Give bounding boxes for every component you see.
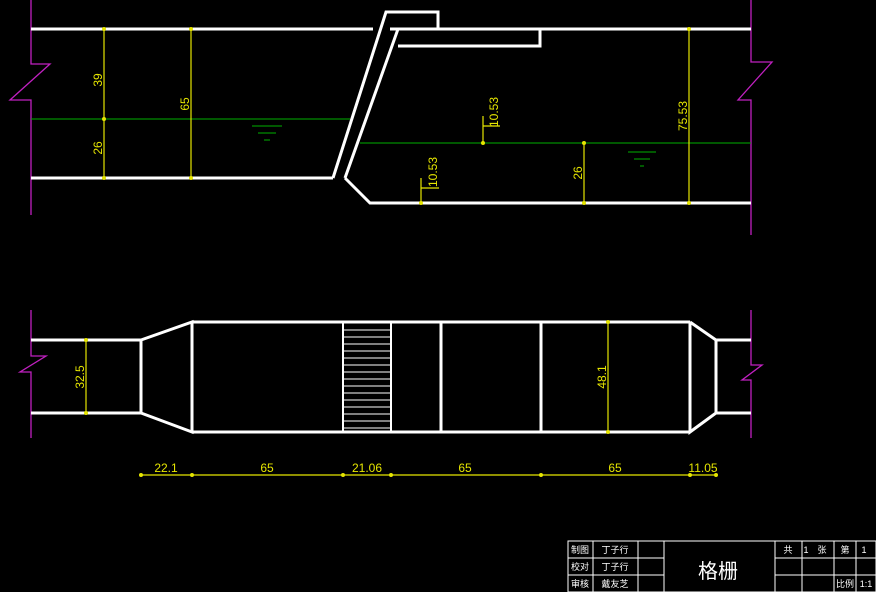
- dim-downstream-total-text: 75.53: [676, 101, 690, 131]
- dim-chain: 22.1 65 21.06 65 65 11.05: [139, 461, 718, 477]
- dim-chamber-width: 48.1: [595, 320, 610, 434]
- tb-zhang: 张: [817, 545, 826, 555]
- dim-seg1: 22.1: [154, 461, 178, 475]
- tb-row3-label: 审核: [571, 578, 589, 589]
- dim-upstream-freeboard: 39: [91, 73, 105, 87]
- plan-right-break-line: [740, 310, 764, 438]
- dim-seg4: 65: [458, 461, 472, 475]
- dim-drop-lower: 10.53: [419, 157, 440, 205]
- water-level-symbol-downstream: [628, 151, 656, 167]
- dim-inlet-width-text: 32.5: [73, 365, 87, 389]
- tb-row3-value: 戴友芝: [601, 578, 628, 589]
- screen-platform: [390, 27, 542, 48]
- outlet-transition: [688, 320, 718, 435]
- dim-inlet-width: 32.5: [73, 338, 88, 415]
- inlet-transition: [139, 319, 194, 435]
- dim-upstream-left: 39 26: [91, 27, 106, 180]
- tb-page-value: 1: [861, 545, 866, 555]
- section-view: 39 26 65 10.53 10.53 26: [8, 0, 774, 235]
- tb-row2-value: 丁子行: [601, 561, 628, 572]
- dim-chamber-width-text: 48.1: [595, 365, 609, 389]
- tb-scale-value: 1:1: [860, 579, 873, 589]
- plan-view: 32.5 48.1 22.1 65 21.06 65 65 11.05: [17, 310, 764, 477]
- tb-scale-label: 比例: [836, 578, 854, 589]
- title-block: 制图 丁子行 校对 丁子行 审核 戴友芝 格栅 共 1 张 第 1 比例 1:1: [567, 540, 876, 592]
- screen-bar-lines: [343, 329, 391, 429]
- tb-sheet-value: 1: [803, 545, 808, 555]
- water-level-symbol-upstream: [252, 125, 282, 141]
- right-break-line: [736, 0, 774, 235]
- drawing-title: 格栅: [698, 560, 738, 583]
- tb-row1-value: 丁子行: [601, 544, 628, 555]
- dim-seg3: 21.06: [352, 461, 382, 475]
- dim-drop-lower-text: 10.53: [426, 157, 440, 187]
- tb-sheet-label: 共: [783, 545, 792, 555]
- dim-upstream-water: 26: [91, 141, 105, 155]
- dim-downstream-total: 75.53: [676, 27, 691, 205]
- tb-row2-label: 校对: [571, 561, 589, 572]
- drop-bottom: [343, 176, 751, 205]
- tb-row1-label: 制图: [571, 544, 589, 555]
- screen-frame-inner: [343, 28, 400, 179]
- screen-bars: [342, 321, 392, 433]
- left-break-line: [8, 0, 52, 215]
- dim-seg5: 65: [608, 461, 622, 475]
- dim-drop-upper-text: 10.53: [487, 97, 501, 127]
- dim-downstream-water: 26: [571, 141, 586, 205]
- dim-drop-upper: 10.53: [481, 97, 501, 145]
- dim-upstream-total: 65: [178, 27, 193, 180]
- plan-left-break-line: [17, 310, 49, 438]
- tb-page-label: 第: [840, 544, 849, 555]
- dim-seg2: 65: [260, 461, 274, 475]
- dim-upstream-total-text: 65: [178, 97, 192, 111]
- dim-downstream-water-text: 26: [571, 166, 585, 180]
- dim-seg6: 11.05: [688, 461, 717, 475]
- screen-frame-outer: [331, 10, 440, 179]
